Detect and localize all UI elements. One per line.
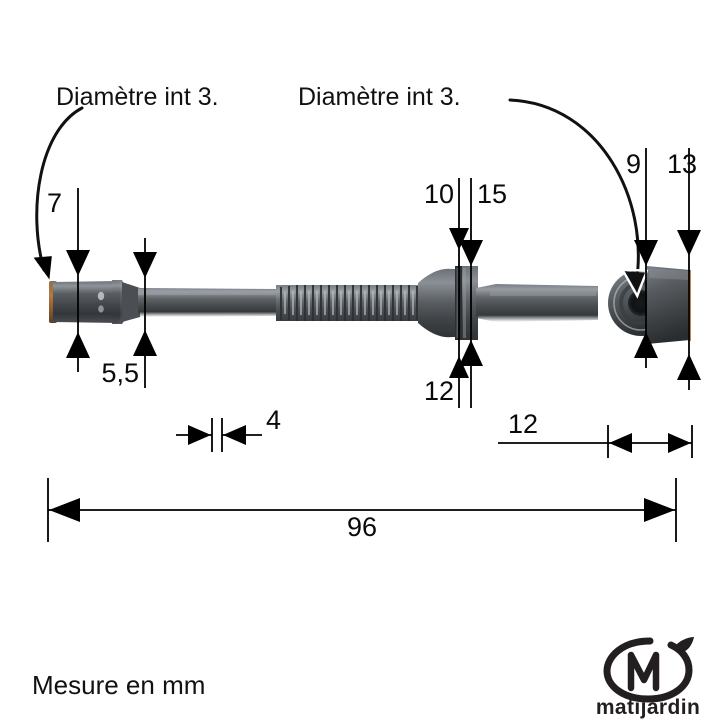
dim-5-5-label: 5,5 bbox=[101, 358, 139, 388]
brand-logo: matijardin bbox=[596, 637, 700, 719]
leader-arrow-right bbox=[624, 271, 645, 292]
dim-10-label: 10 bbox=[424, 179, 454, 209]
leader-curve-left bbox=[35, 106, 84, 272]
end-tab-highlight bbox=[649, 268, 688, 280]
unit-note: Mesure en mm bbox=[32, 670, 205, 700]
dim-15-arrow-top bbox=[459, 240, 483, 266]
dim-13: 13 bbox=[667, 148, 701, 390]
brand-wordmark: matijardin bbox=[596, 696, 700, 719]
dim-15-arrow-bottom bbox=[459, 340, 483, 366]
dim-4-label: 4 bbox=[266, 405, 281, 435]
flange-wide bbox=[462, 266, 478, 340]
dim-12h-arrow-left bbox=[609, 433, 632, 453]
dim-13-arrow-bottom bbox=[677, 354, 701, 380]
dim-5-5: 5,5 bbox=[101, 238, 157, 388]
dim-13-arrow-top bbox=[677, 230, 701, 256]
callout-leaders bbox=[33, 98, 649, 299]
note-left-label: Diamètre int 3. bbox=[56, 83, 219, 111]
dim-7-arrow-top bbox=[66, 250, 90, 276]
note-right-label: Diamètre int 3. bbox=[298, 83, 461, 111]
dim-4: 4 bbox=[176, 405, 281, 452]
dim-10-arrow-top bbox=[449, 228, 469, 250]
dim-12-horizontal-label: 12 bbox=[508, 409, 538, 439]
dim-96: 96 bbox=[47, 478, 677, 542]
dim-12-vertical-label: 12 bbox=[424, 376, 454, 406]
dim-4-arrow-right bbox=[223, 425, 246, 445]
dim-9-label: 9 bbox=[626, 149, 641, 179]
brand-monogram bbox=[627, 651, 660, 692]
dim-5-5-arrow-bottom bbox=[133, 330, 157, 356]
dim-12-horizontal: 12 bbox=[498, 409, 693, 458]
shaft-main bbox=[138, 288, 278, 317]
dim-10-arrow-bottom bbox=[449, 356, 469, 378]
dim-12-vertical: 12 bbox=[424, 376, 454, 406]
flange-thin-highlight bbox=[456, 268, 459, 338]
dim-10: 10 bbox=[424, 178, 469, 408]
dim-9-arrow-bottom bbox=[634, 332, 658, 358]
tube-left-collar bbox=[112, 280, 124, 324]
ribbed-section bbox=[276, 285, 420, 321]
dim-96-arrow-left bbox=[49, 498, 80, 522]
dim-7: 7 bbox=[47, 188, 90, 372]
leader-arrow-right-outline bbox=[620, 268, 649, 299]
dim-15: 15 bbox=[459, 178, 507, 408]
leader-curve-right bbox=[508, 98, 640, 286]
tube-left-section bbox=[53, 281, 120, 323]
dim-4-arrow-left bbox=[188, 425, 211, 445]
tube-highlight-a bbox=[97, 291, 105, 301]
dim-13-label: 13 bbox=[667, 149, 697, 179]
dim-7-arrow-bottom bbox=[66, 332, 90, 358]
end-tab-plate bbox=[647, 266, 690, 344]
dim-7-label: 7 bbox=[47, 188, 62, 218]
flange-wide-highlight bbox=[463, 268, 466, 338]
brand-circle-stroke bbox=[603, 637, 693, 703]
dim-9: 9 bbox=[626, 148, 658, 368]
dim-96-arrow-right bbox=[644, 498, 675, 522]
shank-rear-highlight bbox=[490, 288, 596, 296]
shaft-highlight bbox=[138, 289, 278, 295]
dim-15-label: 15 bbox=[477, 179, 507, 209]
tube-highlight-b bbox=[98, 305, 104, 313]
dim-9-arrow-top bbox=[634, 240, 658, 266]
tube-taper bbox=[122, 282, 140, 322]
dim-96-label: 96 bbox=[347, 512, 377, 542]
brand-leaf-icon bbox=[675, 637, 694, 653]
leader-arrow-left bbox=[33, 256, 52, 280]
shoulder-bulb bbox=[418, 268, 456, 338]
product-illustration bbox=[49, 266, 691, 344]
dim-12h-arrow-right bbox=[668, 433, 691, 453]
dim-5-5-arrow-top bbox=[133, 252, 157, 278]
